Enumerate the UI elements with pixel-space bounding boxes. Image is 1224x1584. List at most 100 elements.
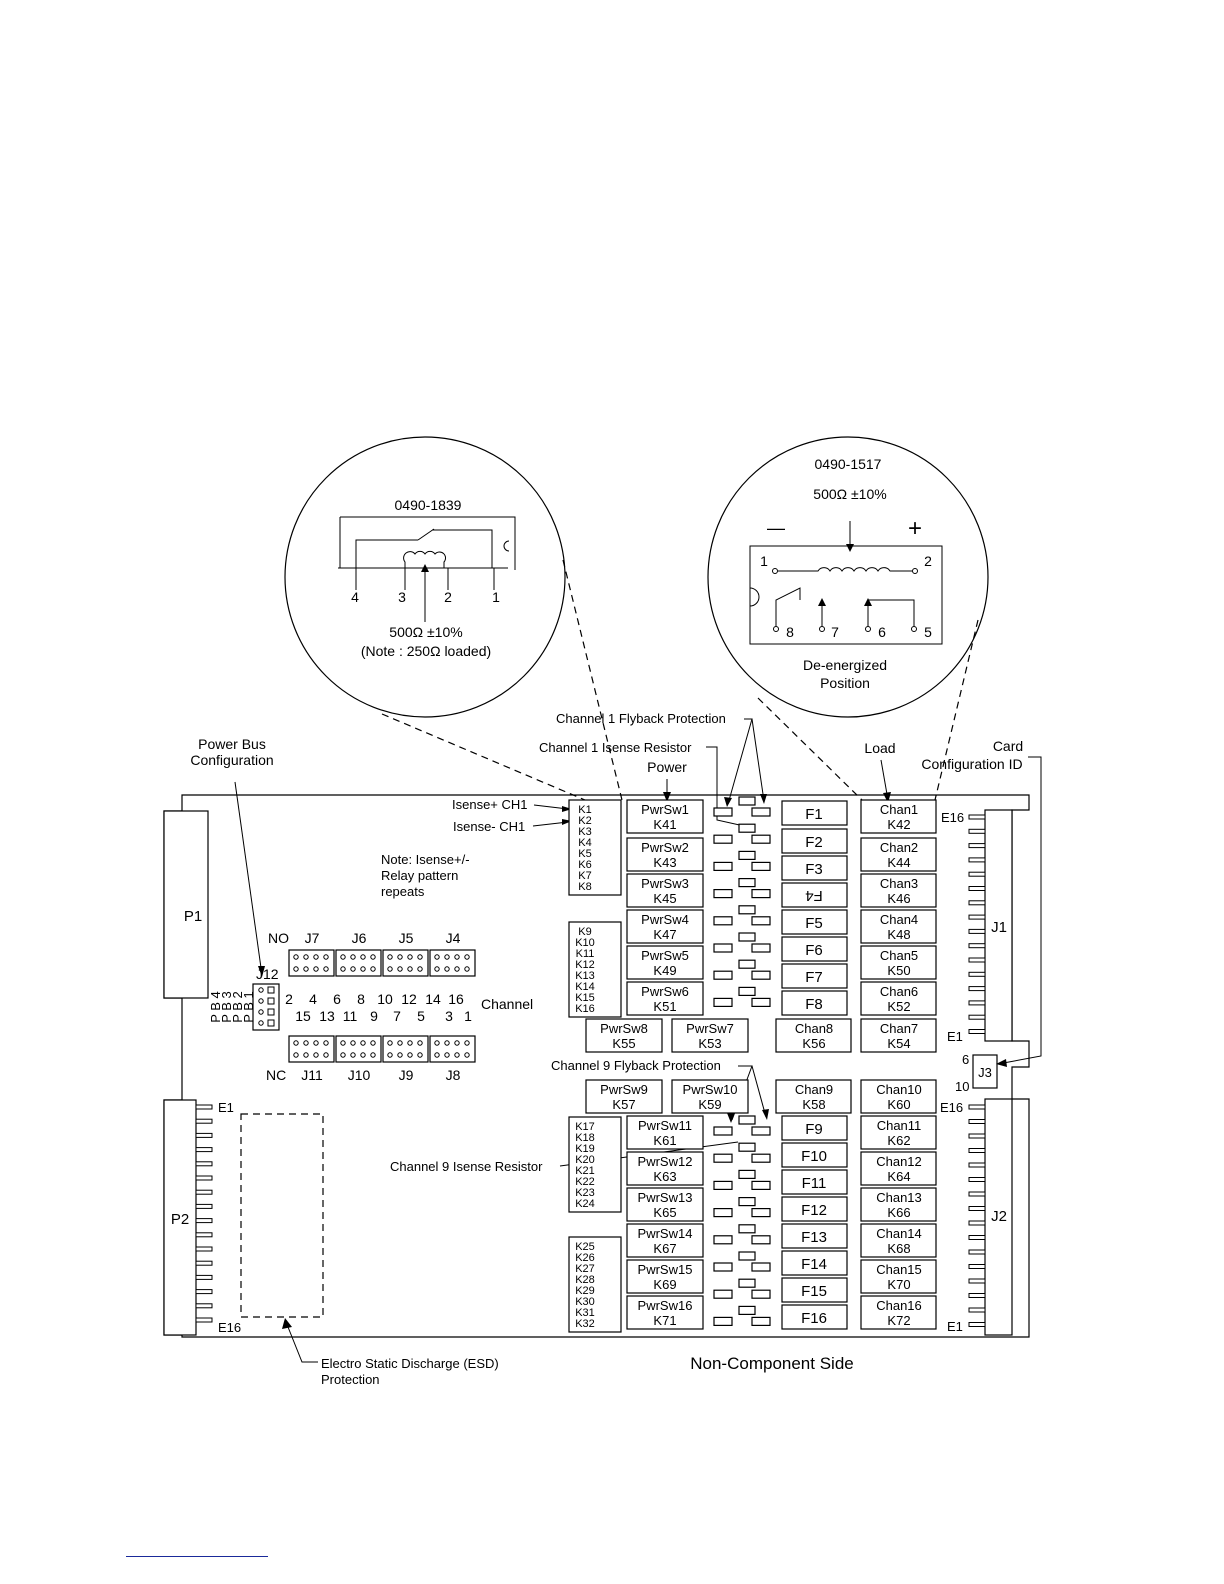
j1-e1-label: E1	[947, 1029, 963, 1044]
j1-pin	[968, 943, 986, 949]
j1-pin	[968, 1014, 986, 1020]
zoom-lines	[381, 559, 979, 801]
isense-relay-group	[568, 1116, 622, 1213]
fuse-label: F14	[801, 1256, 827, 1273]
header-pin	[350, 966, 356, 972]
header-pin	[360, 1040, 366, 1046]
isense-relay-label: K25	[575, 1241, 595, 1253]
header-pin	[360, 1052, 366, 1058]
header-pin	[444, 954, 450, 960]
load-relay-name: Chan11	[877, 1118, 922, 1133]
flyback-diode	[738, 905, 756, 915]
isense-relay-label: K7	[578, 870, 591, 882]
even-channel-number: 4	[309, 991, 317, 1007]
load-relay-k: K54	[887, 1036, 910, 1051]
connector-p2: P2 E1 E16	[163, 1099, 241, 1336]
bottom-header	[335, 1035, 382, 1063]
power-bus-label-1: Power Bus	[198, 736, 266, 752]
power-relay-k: K63	[653, 1169, 676, 1184]
power-relay-k: K59	[698, 1097, 721, 1112]
header-pin	[340, 954, 346, 960]
fuse-label: F1	[805, 806, 823, 823]
header-pin	[323, 954, 329, 960]
j2-e16-label: E16	[940, 1100, 963, 1115]
load-relays: Chan1K42Chan2K44Chan3K46Chan4K48Chan5K50…	[775, 799, 937, 1330]
top-header	[429, 949, 476, 977]
load-relay-name: Chan16	[876, 1298, 922, 1313]
flyback-resistor	[751, 1262, 771, 1272]
fuse	[781, 1169, 848, 1195]
note-line-2: Relay pattern	[381, 868, 458, 883]
ch9-flyback-label: Channel 9 Flyback Protection	[551, 1058, 721, 1073]
odd-channel-number: 9	[370, 1008, 378, 1024]
load-relay-name: Chan8	[795, 1021, 833, 1036]
connector-p1: P1	[163, 810, 209, 999]
p2-pins	[195, 1104, 213, 1323]
power-relay	[626, 873, 704, 908]
j2-pin	[968, 1235, 986, 1240]
isense-resistor	[713, 970, 733, 980]
flyback-diode	[738, 986, 756, 997]
fuse-label: F12	[801, 1202, 827, 1219]
flyback-resistor	[751, 834, 771, 844]
load-relay-k: K72	[887, 1313, 910, 1328]
flyback-resistor	[751, 861, 771, 872]
ch1-flyback-label: Channel 1 Flyback Protection	[556, 711, 726, 726]
isense-relay-label: K8	[578, 881, 591, 893]
nc-label: NC	[266, 1067, 286, 1083]
header-pin	[434, 1040, 440, 1046]
power-relay-k: K69	[653, 1277, 676, 1292]
bottom-header	[288, 1035, 335, 1063]
power-relay-k: K71	[653, 1313, 676, 1328]
power-relay	[626, 799, 704, 834]
power-relay	[626, 1115, 704, 1150]
p2-label: P2	[171, 1211, 189, 1228]
p2-pin	[195, 1118, 213, 1124]
j1-pin	[968, 1029, 986, 1034]
fuse	[781, 800, 848, 826]
isense-resistor	[713, 1289, 733, 1299]
header-pin	[370, 1052, 376, 1058]
isense-relay-label: K4	[578, 837, 591, 849]
power-relay-k: K57	[612, 1097, 635, 1112]
fuse	[781, 855, 848, 881]
j2-pin	[968, 1249, 986, 1255]
flyback-diode	[738, 850, 756, 861]
j2-pin	[968, 1162, 986, 1168]
isense-resistor	[713, 943, 733, 953]
header-pin	[407, 1040, 413, 1046]
p2-pin	[195, 1203, 213, 1209]
j2-pin	[968, 1206, 986, 1211]
flyback-diode	[738, 1224, 756, 1234]
j2-pin	[968, 1177, 986, 1182]
load-relay-name: Chan9	[795, 1082, 833, 1097]
fuse	[781, 1115, 848, 1141]
bottom-header-label: J11	[301, 1067, 323, 1083]
fuse-label: F11	[802, 1175, 827, 1192]
power-label: Power	[647, 759, 687, 775]
header-pin	[350, 1052, 356, 1058]
p2-pin	[195, 1317, 213, 1323]
j2-e1-label: E1	[947, 1319, 963, 1334]
right-pin-2: 2	[924, 553, 932, 569]
even-channel-number: 16	[448, 991, 464, 1007]
p2-e1-label: E1	[218, 1100, 234, 1115]
note-line-3: repeats	[381, 884, 425, 899]
power-relay	[626, 1223, 704, 1258]
power-relay-k: K67	[653, 1241, 676, 1256]
header-pin	[303, 1040, 309, 1046]
isense-relay-label: K24	[575, 1198, 595, 1210]
j12-pin	[267, 1019, 275, 1027]
isense-relay-label: K6	[578, 859, 591, 871]
flyback-diode	[738, 823, 756, 833]
fuse	[781, 963, 848, 989]
power-relay	[585, 1079, 663, 1114]
power-relay-k: K51	[653, 999, 676, 1014]
even-channel-number: 14	[425, 991, 441, 1007]
right-inset-minus: —	[767, 518, 785, 538]
j1-e16-label: E16	[941, 810, 964, 825]
fuse	[781, 882, 848, 908]
p2-pin	[195, 1260, 213, 1266]
isense-relay-label: K32	[575, 1318, 595, 1330]
isense-resistor	[713, 1180, 733, 1191]
